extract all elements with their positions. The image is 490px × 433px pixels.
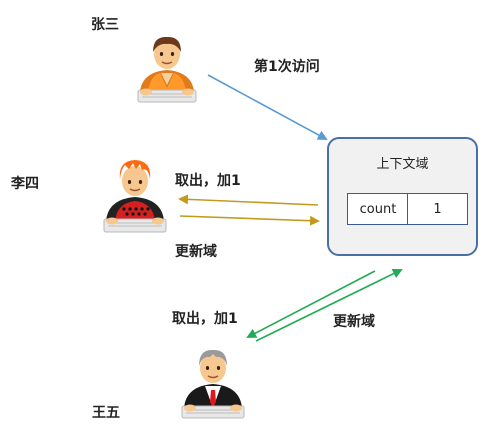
arrow-zhangsan-to-context xyxy=(207,74,328,140)
user-name-zhangsan: 张三 xyxy=(91,17,119,33)
arrow-context-to-lisi xyxy=(178,194,319,206)
zhangsan-avatar-icon xyxy=(137,36,197,103)
arrow-wangwu-to-context xyxy=(255,269,403,342)
context-value-cell: 1 xyxy=(407,193,468,225)
lisi-avatar-icon xyxy=(103,160,167,233)
arrow-context-to-wangwu xyxy=(246,270,376,338)
label-lisi-update: 更新域 xyxy=(175,244,217,260)
context-box: 上下文域 count 1 xyxy=(327,137,478,256)
label-wangwu-take: 取出，加1 xyxy=(172,311,238,327)
context-title: 上下文域 xyxy=(376,157,429,172)
arrow-lisi-to-context xyxy=(179,215,320,226)
user-name-lisi: 李四 xyxy=(11,176,39,192)
wangwu-avatar-icon xyxy=(181,349,245,419)
user-name-wangwu: 王五 xyxy=(92,405,120,421)
label-first-visit: 第1次访问 xyxy=(254,59,320,75)
label-wangwu-update: 更新域 xyxy=(333,314,375,330)
label-lisi-take: 取出，加1 xyxy=(175,173,241,189)
